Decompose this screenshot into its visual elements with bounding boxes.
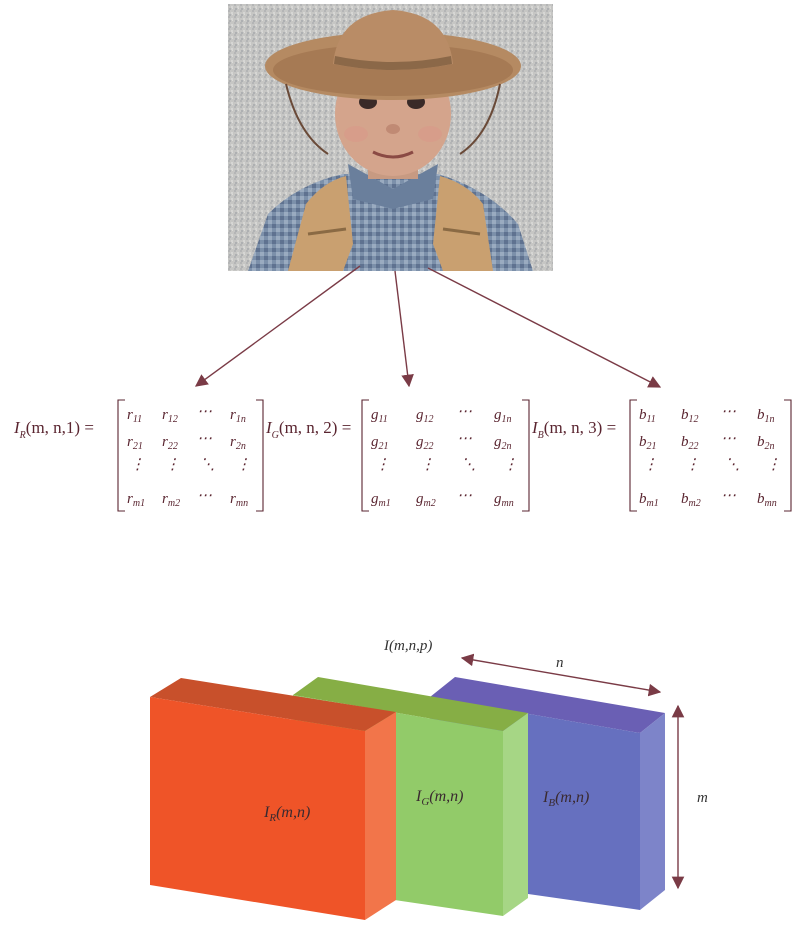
svg-text:rmn: rmn [230,491,248,509]
svg-text:gmn: gmn [494,491,514,509]
svg-text:bmn: bmn [757,491,777,509]
svg-text:⋯: ⋯ [457,404,472,420]
green-channel-equation: IG(m, n, 2) = g11 g12 ⋯ g1n g21 g22 ⋯ g2… [265,399,530,512]
red-slab-front [150,697,365,920]
width-dimension-arrow [460,653,662,697]
svg-text:⋮: ⋮ [165,457,180,473]
svg-text:⋱: ⋱ [725,457,740,473]
svg-text:b2n: b2n [757,434,775,452]
svg-text:⋯: ⋯ [721,404,736,420]
volume-title: I(m,n,p) [383,638,432,654]
green-lhs-symbol: I [265,418,273,437]
green-matrix-left-bracket [361,399,369,512]
svg-text:⋱: ⋱ [461,457,476,473]
child-with-hat-photo-icon [228,4,553,271]
svg-text:⋮: ⋮ [375,457,390,473]
red-matrix-left-bracket [117,399,125,512]
blue-slab-top [430,677,665,733]
blue-matrix-left-bracket [629,399,637,512]
red-lhs-symbol: I [13,418,21,437]
svg-text:⋯: ⋯ [457,488,472,504]
red-lhs-subscript: R [19,430,26,441]
blue-lhs-subscript: B [538,430,544,441]
svg-text:r1n: r1n [230,407,246,425]
svg-text:g1n: g1n [494,407,512,425]
svg-text:g11: g11 [371,407,388,425]
svg-text:gm2: gm2 [416,491,436,509]
svg-text:⋯: ⋯ [197,488,212,504]
svg-text:rm1: rm1 [127,491,145,509]
svg-text:⋮: ⋮ [766,457,781,473]
svg-text:b1n: b1n [757,407,775,425]
svg-text:⋯: ⋯ [197,404,212,420]
blue-lhs-symbol: I [531,418,539,437]
svg-text:IR(m, n,1) =: IR(m, n,1) = [13,418,94,441]
svg-text:gm1: gm1 [371,491,391,509]
blue-slab-label: IB(m,n) [542,789,589,809]
width-label-n: n [556,655,564,671]
red-channel-slab: IR(m,n) [150,678,396,920]
svg-text:g12: g12 [416,407,434,425]
red-channel-equation: IR(m, n,1) = r11 r12 ⋯ r1n r21 r22 ⋯ r2n… [13,399,264,512]
svg-text:⋮: ⋮ [236,457,251,473]
svg-text:r22: r22 [162,434,178,452]
red-slab-label: IR(m,n) [263,804,310,824]
svg-text:b22: b22 [681,434,699,452]
svg-text:r21: r21 [127,434,143,452]
blue-channel-equation: IB(m, n, 3) = b11 b12 ⋯ b1n b21 b22 ⋯ b2… [531,399,792,512]
green-lhs-subscript: G [272,430,279,441]
red-matrix-right-bracket [256,399,264,512]
svg-text:g2n: g2n [494,434,512,452]
green-lhs-args: (m, n, 2) = [279,418,351,437]
green-slab-side [503,713,528,916]
arrow-to-red-matrix [194,265,361,387]
green-slab-top [293,677,528,731]
svg-text:r12: r12 [162,407,178,425]
svg-text:b21: b21 [639,434,657,452]
svg-text:r11: r11 [127,407,142,425]
svg-text:⋱: ⋱ [200,457,215,473]
arrow-to-blue-matrix [427,267,662,388]
svg-text:bm1: bm1 [639,491,659,509]
svg-text:IG(m, n, 2) =: IG(m, n, 2) = [265,418,351,441]
svg-text:⋯: ⋯ [197,431,212,447]
red-slab-side [365,712,396,920]
svg-text:⋮: ⋮ [420,457,435,473]
svg-text:⋮: ⋮ [643,457,658,473]
red-slab-top [150,678,396,731]
svg-text:⋯: ⋯ [457,431,472,447]
green-slab-label: IG(m,n) [415,788,464,808]
red-lhs-args: (m, n,1) = [26,418,94,437]
svg-text:⋯: ⋯ [721,488,736,504]
svg-text:⋮: ⋮ [130,457,145,473]
blue-slab-side [640,713,665,910]
green-matrix-right-bracket [522,399,530,512]
svg-text:bm2: bm2 [681,491,701,509]
arrow-to-green-matrix [394,270,414,388]
svg-text:r2n: r2n [230,434,246,452]
svg-text:b12: b12 [681,407,699,425]
svg-text:IB(m, n, 3) =: IB(m, n, 3) = [531,418,616,441]
blue-lhs-args: (m, n, 3) = [544,418,616,437]
svg-text:⋯: ⋯ [721,431,736,447]
svg-text:⋮: ⋮ [503,457,518,473]
svg-text:⋮: ⋮ [685,457,700,473]
svg-text:g21: g21 [371,434,389,452]
svg-text:g22: g22 [416,434,434,452]
svg-text:b11: b11 [639,407,656,425]
child-photo [228,4,553,271]
blue-matrix-right-bracket [784,399,792,512]
svg-text:rm2: rm2 [162,491,180,509]
height-label-m: m [697,790,708,806]
